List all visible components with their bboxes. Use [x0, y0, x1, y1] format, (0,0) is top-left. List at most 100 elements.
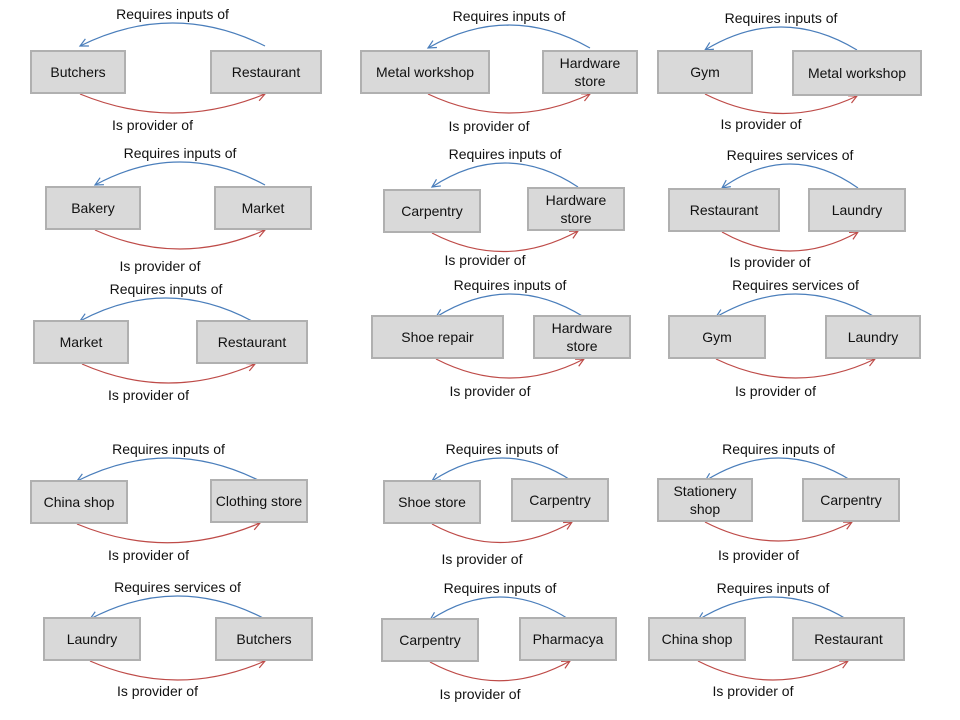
provider-arrowhead	[569, 230, 580, 239]
requires-label: Requires inputs of	[123, 145, 237, 161]
requires-label: Requires inputs of	[448, 146, 562, 162]
provider-label: Is provider of	[718, 547, 799, 563]
node-stationery-shop: Stationery shop	[657, 478, 753, 522]
provider-label: Is provider of	[117, 683, 198, 699]
provider-label: Is provider of	[439, 686, 521, 702]
requires-arrow	[704, 457, 853, 482]
requires-arrow	[431, 162, 579, 188]
provider-arrow	[704, 521, 853, 542]
node-laundry: Laundry	[43, 617, 141, 661]
requires-arrow	[89, 595, 266, 620]
node-china-shop: China shop	[30, 480, 128, 524]
node-restaurant: Restaurant	[196, 320, 308, 364]
provider-label: Is provider of	[108, 547, 189, 563]
requires-arrow	[94, 161, 266, 186]
provider-label: Is provider of	[108, 387, 189, 403]
node-carpentry: Carpentry	[802, 478, 900, 522]
node-butchers: Butchers	[30, 50, 126, 94]
requires-arrowhead	[93, 177, 104, 186]
requires-label: Requires inputs of	[724, 10, 838, 26]
provider-arrowhead	[575, 358, 586, 367]
node-shoe-repair: Shoe repair	[371, 315, 504, 359]
requires-arrow	[431, 457, 573, 482]
provider-label: Is provider of	[449, 383, 531, 399]
provider-label: Is provider of	[441, 551, 523, 567]
requires-arrow	[435, 293, 585, 318]
provider-arrow	[431, 521, 573, 544]
node-hardware-store: Hardware store	[542, 50, 638, 94]
requires-arrow	[697, 596, 849, 621]
requires-arrow	[76, 457, 261, 482]
node-metal-workshop: Metal workshop	[792, 50, 922, 96]
provider-arrowhead	[839, 660, 850, 669]
requires-arrow	[704, 26, 858, 51]
node-metal-workshop: Metal workshop	[360, 50, 490, 94]
node-pharmacya: Pharmacya	[519, 617, 617, 661]
provider-arrowhead	[849, 231, 860, 240]
provider-arrow	[94, 229, 266, 250]
requires-label: Requires services of	[726, 147, 854, 163]
node-restaurant: Restaurant	[210, 50, 322, 94]
requires-arrow	[715, 293, 876, 318]
node-carpentry: Carpentry	[511, 478, 609, 522]
requires-label: Requires inputs of	[109, 281, 223, 297]
node-clothing-store: Clothing store	[210, 479, 308, 523]
provider-arrow	[429, 660, 571, 682]
provider-arrow	[435, 358, 585, 379]
requires-label: Requires services of	[732, 277, 859, 293]
node-china-shop: China shop	[648, 617, 746, 661]
provider-label: Is provider of	[735, 383, 816, 399]
provider-arrow	[697, 660, 849, 681]
requires-label: Requires inputs of	[443, 580, 557, 596]
provider-arrowhead	[561, 660, 572, 669]
requires-label: Requires inputs of	[452, 8, 566, 24]
node-gym: Gym	[668, 315, 766, 359]
provider-arrow	[89, 660, 266, 681]
requires-label: Requires services of	[114, 579, 241, 595]
node-restaurant: Restaurant	[668, 188, 780, 232]
provider-label: Is provider of	[729, 254, 811, 270]
node-shoe-store: Shoe store	[383, 480, 481, 524]
provider-arrow	[704, 93, 858, 115]
requires-label: Requires inputs of	[116, 6, 229, 22]
node-hardware-store: Hardware store	[527, 187, 625, 231]
requires-arrow	[721, 163, 859, 189]
node-gym: Gym	[657, 50, 753, 94]
provider-label: Is provider of	[112, 117, 193, 133]
provider-label: Is provider of	[119, 258, 201, 274]
node-laundry: Laundry	[825, 315, 921, 359]
node-bakery: Bakery	[45, 186, 141, 230]
node-market: Market	[214, 186, 312, 230]
provider-arrow	[76, 522, 261, 544]
provider-arrow	[81, 363, 256, 384]
provider-label: Is provider of	[712, 683, 794, 699]
requires-arrow	[427, 24, 591, 49]
requires-label: Requires inputs of	[112, 441, 225, 457]
requires-label: Requires inputs of	[716, 580, 830, 596]
node-laundry: Laundry	[808, 188, 906, 232]
node-hardware-store: Hardware store	[533, 315, 631, 359]
requires-arrow	[79, 297, 253, 322]
requires-arrow	[79, 22, 266, 47]
requires-label: Requires inputs of	[722, 441, 835, 457]
provider-arrowhead	[843, 521, 854, 530]
provider-arrowhead	[563, 521, 574, 530]
node-butchers: Butchers	[215, 617, 313, 661]
node-carpentry: Carpentry	[383, 189, 481, 233]
provider-arrow	[715, 358, 876, 379]
requires-label: Requires inputs of	[445, 441, 559, 457]
provider-label: Is provider of	[448, 118, 530, 134]
node-restaurant: Restaurant	[792, 617, 905, 661]
provider-label: Is provider of	[720, 116, 802, 132]
requires-arrow	[429, 596, 571, 621]
provider-arrow	[427, 93, 591, 114]
provider-arrow	[79, 93, 266, 114]
provider-label: Is provider of	[444, 252, 526, 268]
provider-arrow	[431, 230, 579, 253]
node-market: Market	[33, 320, 129, 364]
requires-label: Requires inputs of	[453, 277, 567, 293]
node-carpentry: Carpentry	[381, 618, 479, 662]
requires-arrowhead	[426, 40, 437, 49]
